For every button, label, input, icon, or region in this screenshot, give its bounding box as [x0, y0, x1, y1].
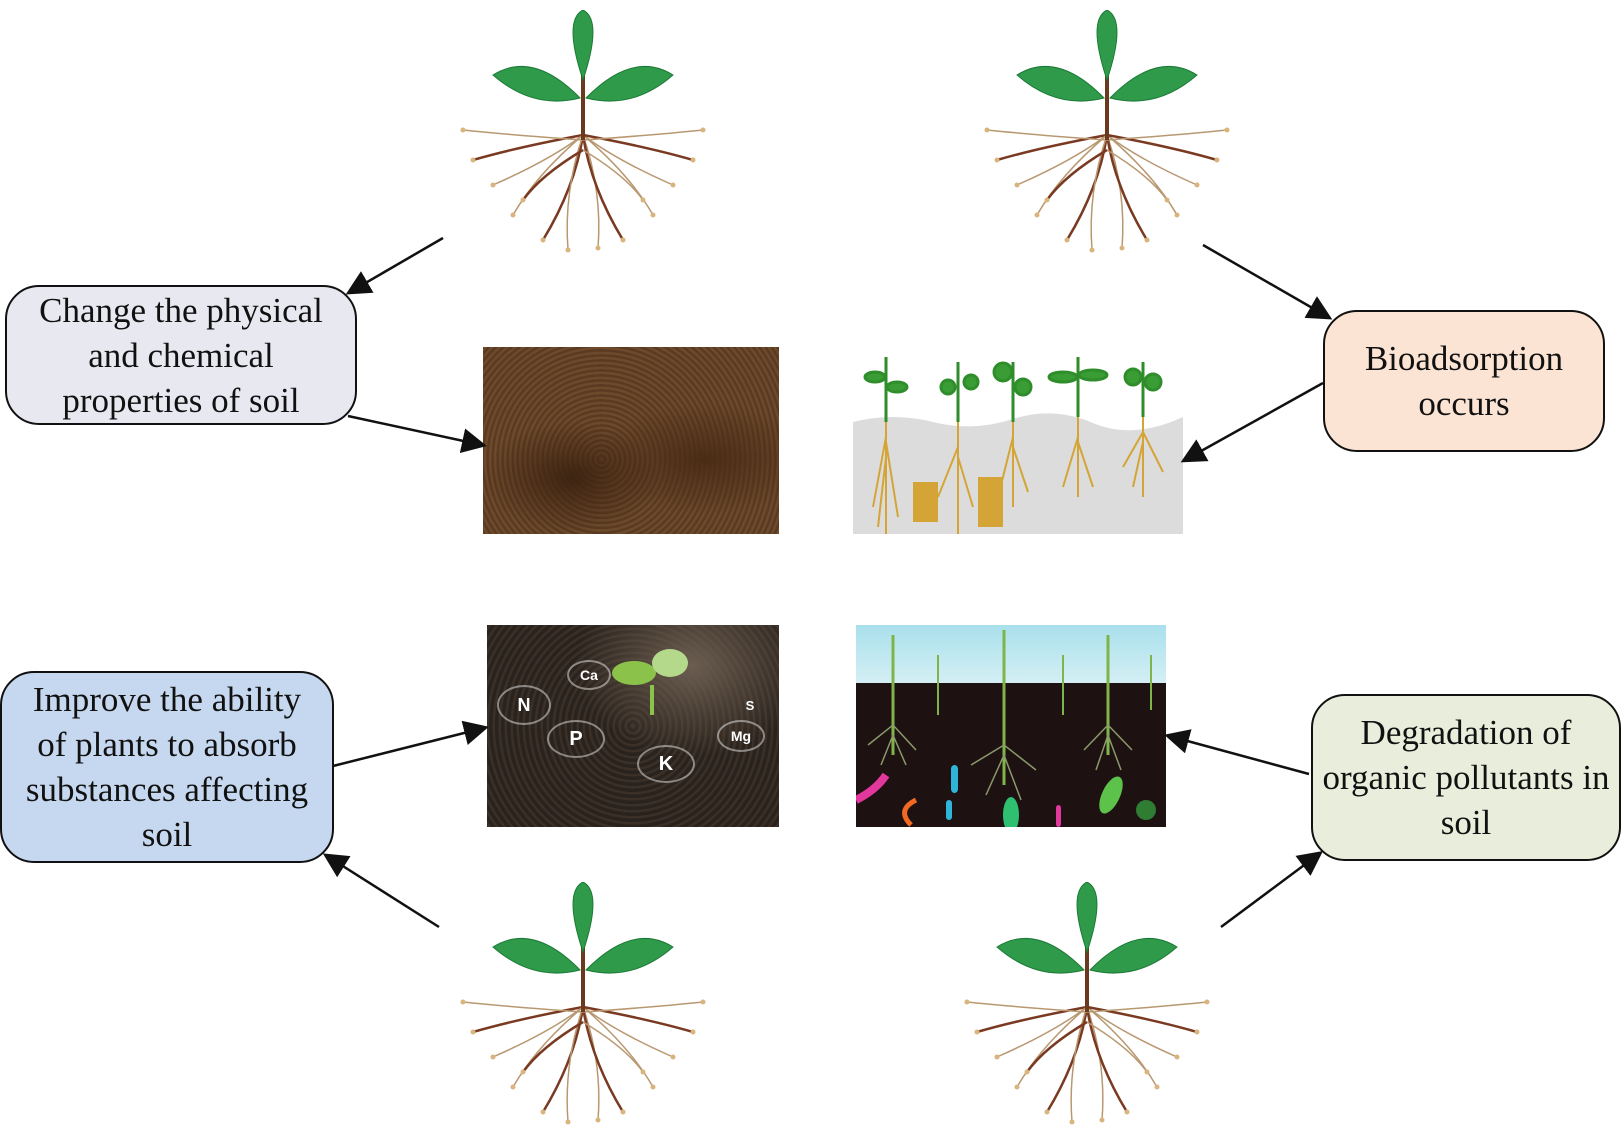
arrow — [1220, 851, 1324, 929]
nutrient-soil-photo: N Ca P K Mg S — [487, 625, 779, 827]
seedling-icon — [612, 649, 688, 715]
arrow — [345, 236, 444, 295]
nutrient-label: P — [547, 720, 605, 758]
box-improve-absorption: Improve the ability of plants to absorb … — [0, 671, 334, 863]
plant-with-roots-icon — [984, 10, 1230, 253]
soil-photo — [483, 347, 779, 534]
bioadsorption-illustration — [853, 347, 1183, 534]
arrow — [1202, 243, 1333, 320]
nutrient-label: S — [745, 697, 755, 713]
nutrient-label: Ca — [567, 660, 611, 690]
box-degradation: Degradation of organic pollutants in soi… — [1311, 694, 1621, 861]
arrow — [1180, 381, 1324, 463]
box-label: Degradation of organic pollutants in soi… — [1322, 713, 1610, 842]
box-change-soil-properties: Change the physical and chemical propert… — [5, 285, 357, 425]
arrow — [1164, 729, 1310, 776]
nutrient-label: K — [637, 745, 695, 783]
microbe-soil-illustration — [856, 625, 1166, 827]
box-label: Improve the ability of plants to absorb … — [25, 680, 309, 854]
box-label: Change the physical and chemical propert… — [39, 290, 323, 420]
nutrient-label: N — [497, 685, 551, 725]
plant-with-roots-icon — [460, 882, 706, 1125]
plant-with-roots-icon — [460, 10, 706, 253]
arrow — [322, 853, 440, 929]
box-bioadsorption: Bioadsorption occurs — [1323, 310, 1605, 452]
box-label: Bioadsorption occurs — [1364, 339, 1564, 423]
plant-with-roots-icon — [964, 882, 1210, 1125]
nutrient-label: Mg — [717, 720, 765, 752]
arrow — [347, 414, 487, 453]
arrow — [332, 720, 489, 768]
